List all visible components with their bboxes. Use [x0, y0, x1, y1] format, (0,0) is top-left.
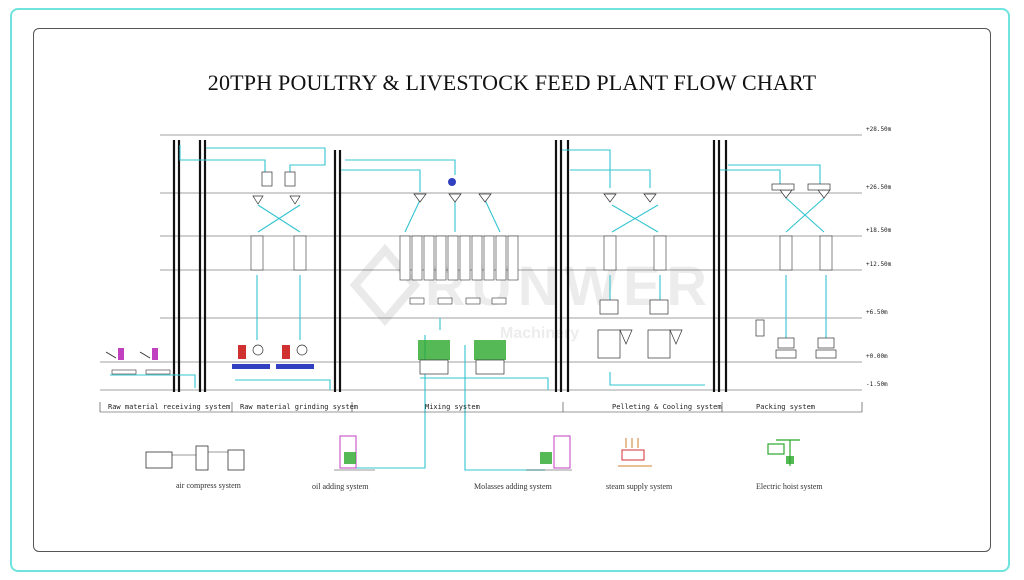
- level-labels: +28.50m +26.50m +18.50m +12.50m +6.50m +…: [866, 126, 892, 388]
- level-label: +18.50m: [866, 227, 892, 234]
- section-label: Mixing system: [425, 403, 480, 411]
- aux-label: air compress system: [176, 481, 242, 490]
- section-label: Raw material receiving system: [108, 403, 230, 411]
- level-label: +6.50m: [866, 309, 888, 316]
- receiving-equipment: [105, 348, 171, 375]
- aux-label: Electric hoist system: [756, 482, 823, 491]
- molasses-adding-system: Molasses adding system: [474, 435, 572, 491]
- level-lines: [100, 134, 862, 391]
- pelleting-cooling-equipment: [597, 299, 683, 359]
- level-label: +0.00m: [866, 353, 888, 360]
- aux-label: Molasses adding system: [474, 482, 553, 491]
- level-label: +12.50m: [866, 261, 892, 268]
- aux-label: oil adding system: [312, 482, 369, 491]
- drawing-frame: [33, 28, 991, 552]
- oil-adding-system: oil adding system: [312, 435, 375, 491]
- steam-supply-system: steam supply system: [606, 438, 673, 491]
- level-label: +26.50m: [866, 184, 892, 191]
- elevator-columns: [172, 140, 728, 392]
- aux-label: steam supply system: [606, 482, 673, 491]
- blue-fan-icon: [448, 178, 456, 186]
- level-label: -1.50m: [866, 381, 888, 388]
- pipe-network: [110, 145, 827, 471]
- section-bar: [99, 402, 863, 413]
- watermark-sub: Machinery: [500, 325, 579, 342]
- grinding-equipment: [232, 344, 314, 369]
- outer-frame: [10, 8, 1010, 572]
- section-labels: Raw material receiving system Raw materi…: [108, 403, 815, 411]
- section-label: Pelleting & Cooling system: [612, 403, 722, 411]
- level-label: +28.50m: [866, 126, 892, 133]
- packing-equipment: [755, 319, 837, 359]
- mixer-units: [409, 297, 507, 375]
- electric-hoist-system: Electric hoist system: [756, 439, 823, 491]
- section-label: Packing system: [756, 403, 815, 411]
- page-title: 20TPH POULTRY & LIVESTOCK FEED PLANT FLO…: [207, 70, 817, 95]
- silo-bins: [250, 235, 833, 281]
- section-label: Raw material grinding system: [240, 403, 358, 411]
- air-compress-system: air compress system: [145, 445, 245, 490]
- distributor-hoppers: [252, 171, 831, 205]
